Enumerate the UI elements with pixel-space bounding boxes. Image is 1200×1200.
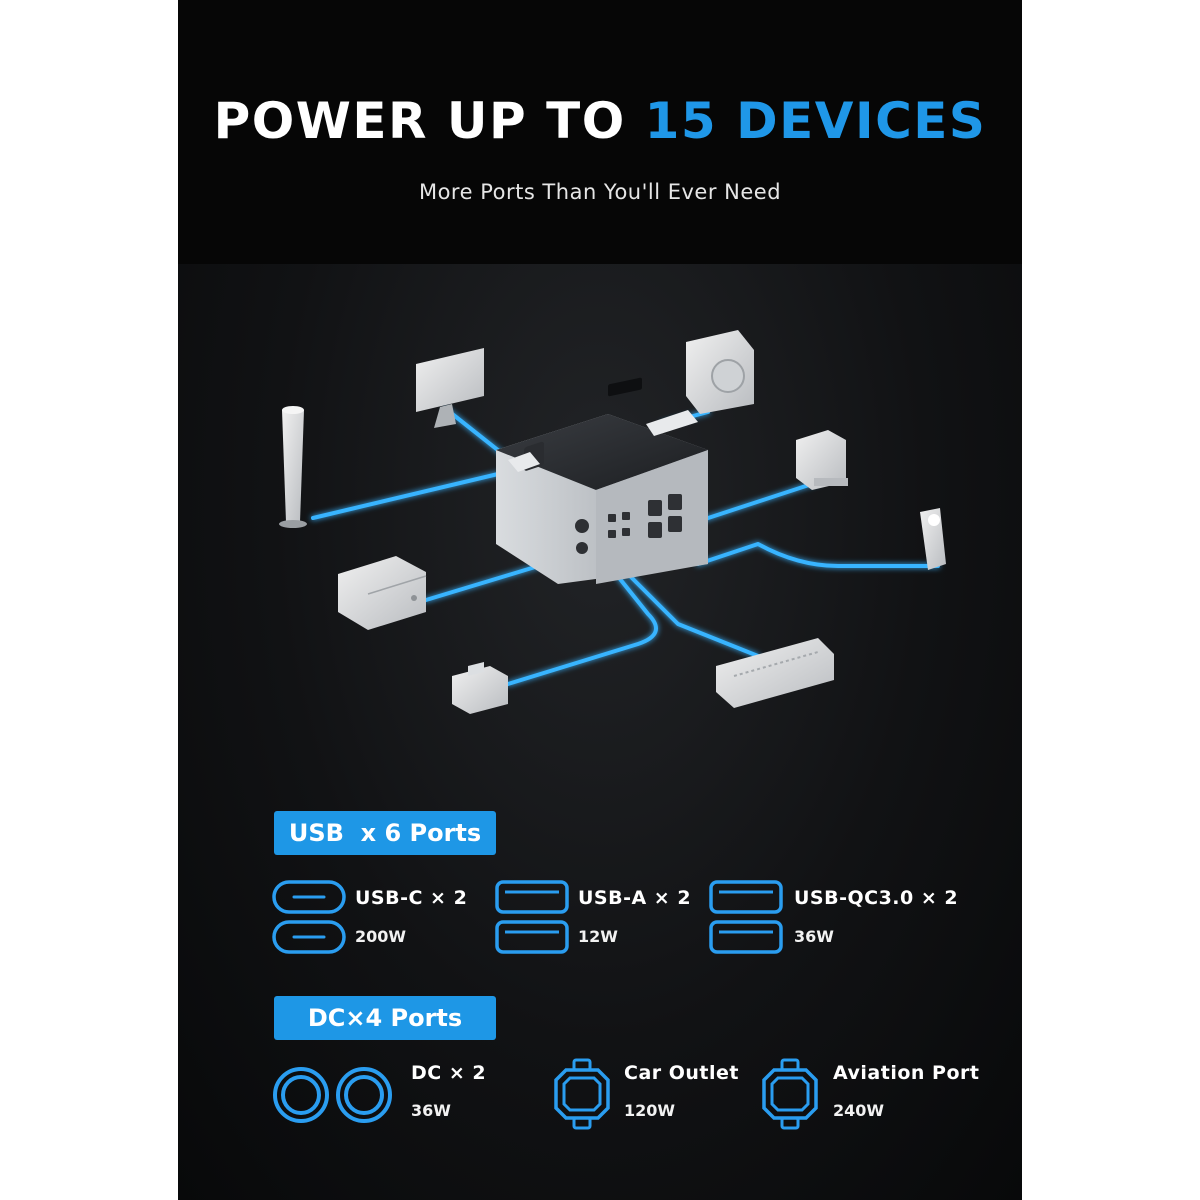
headline-prefix: POWER UP TO (213, 92, 626, 150)
aviation-port-value: 240W (833, 1101, 885, 1120)
washing-machine (686, 330, 754, 414)
space-heater (716, 638, 834, 708)
usb-c-port-icon (272, 880, 346, 954)
usb-qc-label: USB-QC3.0 × 2 (794, 887, 959, 909)
cable-toaster (506, 562, 658, 686)
aviation-port-label: Aviation Port (833, 1062, 980, 1084)
microwave (338, 556, 427, 630)
dc-value: 36W (411, 1101, 451, 1120)
car-outlet-icon (554, 1058, 610, 1130)
usb-qc-port-icon (709, 880, 783, 954)
product-panel: POWER UP TO 15 DEVICES More Ports Than Y… (178, 0, 1022, 1200)
headline: POWER UP TO 15 DEVICES (178, 92, 1022, 150)
usb-a-port-icon (495, 880, 569, 954)
usb-c-value: 200W (355, 927, 407, 946)
power-station (496, 377, 708, 584)
dc-port-icon (273, 1067, 392, 1123)
cable-lamp (311, 472, 500, 520)
water-dispenser (796, 430, 848, 490)
dc-section-badge: DC×4 Ports (274, 996, 496, 1040)
usb-qc-value: 36W (794, 927, 834, 946)
toaster (452, 662, 508, 714)
car-outlet-value: 120W (624, 1101, 676, 1120)
usb-section-badge: USB x 6 Ports (274, 811, 496, 855)
cable-heater (626, 572, 760, 658)
header-band (178, 0, 1022, 264)
power-station-illustration (279, 330, 946, 714)
subtitle: More Ports Than You'll Ever Need (418, 180, 782, 204)
usb-a-value: 12W (578, 927, 618, 946)
usb-a-label: USB-A × 2 (578, 887, 692, 909)
cable-bottle (696, 542, 940, 568)
headline-accent: 15 DEVICES (644, 92, 987, 150)
aviation-port-icon (762, 1058, 818, 1130)
dc-label: DC × 2 (411, 1062, 487, 1084)
usb-c-label: USB-C × 2 (355, 887, 468, 909)
car-outlet-label: Car Outlet (624, 1062, 739, 1084)
bottle-device (920, 508, 946, 570)
monitor (416, 348, 484, 428)
tower-lamp (279, 406, 307, 528)
cable-dispenser (694, 480, 820, 524)
